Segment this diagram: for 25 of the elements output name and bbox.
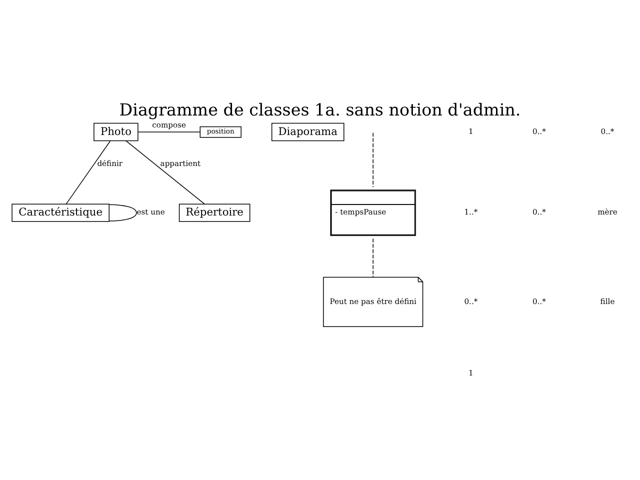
diagram-title: Diagramme de classes 1a. sans notion d'admin. [119, 100, 521, 119]
connector [138, 131, 200, 132]
label: 1..* [464, 207, 478, 216]
label: 0..* [464, 296, 478, 306]
connector [372, 238, 374, 278]
connector [126, 140, 205, 204]
label: mère [598, 207, 618, 216]
edge-label: est une [136, 207, 165, 216]
node-box: Photo [94, 122, 138, 141]
connector [66, 140, 111, 204]
connector [109, 204, 137, 221]
label: 1 [468, 126, 474, 136]
label: 1 [468, 368, 474, 378]
edge-label: compose [152, 120, 186, 129]
label: 0..* [532, 207, 546, 216]
edge-label: appartient [160, 158, 201, 168]
edge-label: définir [97, 158, 123, 168]
label: 0..* [532, 126, 546, 136]
node-box: Répertoire [178, 203, 250, 222]
label: 0..* [600, 126, 614, 136]
label: 0..* [532, 296, 546, 306]
node-box: Diaporama [271, 122, 344, 141]
label: fille [600, 296, 615, 306]
connector [372, 132, 374, 187]
node-box: Caractéristique [12, 203, 110, 222]
